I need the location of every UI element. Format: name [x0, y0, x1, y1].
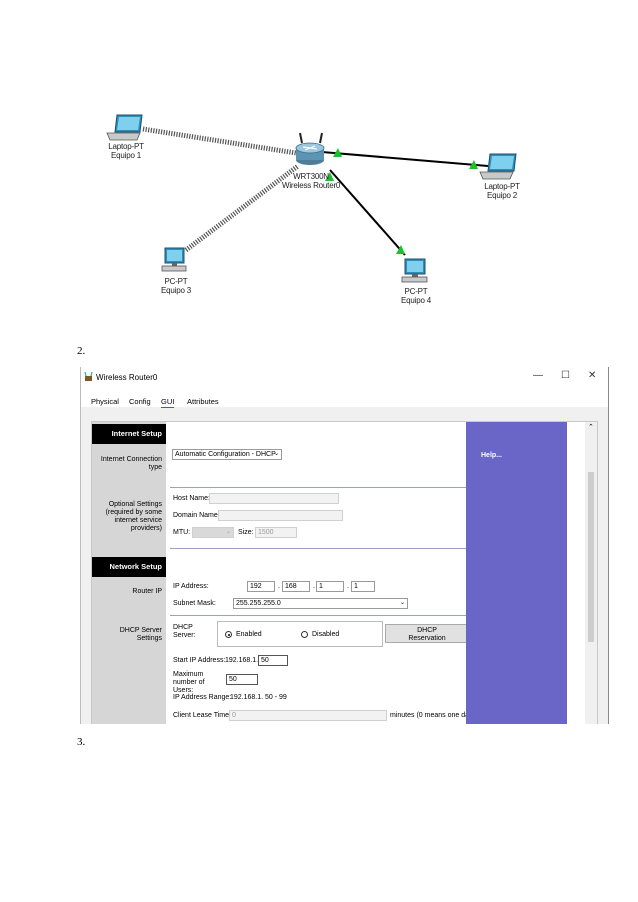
step-number-3: 3.: [77, 736, 86, 748]
conn-type-label: Internet Connection type: [100, 456, 162, 471]
internet-setup-header: Internet Setup: [92, 424, 166, 444]
dhcp-server-group: [217, 621, 383, 647]
max-users-input[interactable]: 50: [226, 674, 258, 685]
wireless-router-icon: [295, 132, 325, 165]
lease-time-label: Client Lease Time:: [173, 712, 231, 719]
conn-type-select[interactable]: Automatic Configuration - DHCP ⌄: [172, 449, 282, 460]
ip-dot: .: [278, 583, 280, 590]
router-ip-label: Router IP: [132, 588, 162, 595]
tab-bar: Physical Config GUI Attributes: [81, 389, 608, 408]
size-label: Size:: [238, 529, 254, 536]
help-link[interactable]: Help...: [481, 452, 503, 459]
chevron-down-icon: ⌄: [399, 600, 405, 606]
section-divider: [170, 487, 466, 488]
dhcp-reservation-button[interactable]: DHCP Reservation: [385, 624, 469, 643]
maximize-button[interactable]: ☐: [561, 370, 570, 381]
lease-time-suffix: minutes (0 means one day): [390, 712, 475, 719]
help-panel: Help...: [466, 422, 567, 724]
start-ip-label: Start IP Address:: [173, 657, 226, 664]
laptop-icon: [479, 153, 517, 180]
scrollbar-thumb[interactable]: [588, 472, 594, 642]
dhcp-server-label: DHCP Server:: [173, 624, 196, 639]
ip-range-value: 192.168.1. 50 - 99: [230, 694, 287, 701]
enabled-radio[interactable]: [225, 631, 232, 638]
link-status-up-icon: [333, 148, 342, 157]
topology-diagram: [106, 114, 517, 283]
wireless-link-equipo1: [142, 126, 297, 156]
start-ip-input[interactable]: 50: [258, 655, 288, 666]
tab-physical[interactable]: Physical: [91, 397, 119, 406]
section-divider: [170, 548, 466, 549]
enabled-label: Enabled: [236, 631, 262, 638]
ip-dot: .: [347, 583, 349, 590]
link-status-up-icon: [469, 160, 478, 169]
subnet-mask-select[interactable]: 255.255.255.0 ⌄: [233, 598, 408, 609]
host-name-input[interactable]: [209, 493, 339, 504]
pc-icon: [401, 258, 428, 283]
tab-attributes[interactable]: Attributes: [187, 397, 219, 406]
max-users-label: Maximum number of Users:: [173, 671, 205, 694]
disabled-radio[interactable]: [301, 631, 308, 638]
wired-link-equipo2: [321, 151, 489, 167]
router-app-icon: [84, 372, 93, 381]
mtu-label: MTU:: [173, 529, 191, 536]
laptop-icon: [106, 114, 143, 141]
gui-panel: Internet Setup Internet Connection type …: [91, 421, 598, 724]
link-status-up-icon: [396, 245, 405, 254]
vertical-scrollbar[interactable]: ⌃: [585, 422, 597, 724]
start-ip-prefix: 192.168.1.: [225, 657, 259, 664]
title-bar: Wireless Router0 — ☐ ✕: [81, 367, 608, 389]
ip-address-label: IP Address:: [173, 583, 209, 590]
chevron-down-icon: ⌄: [273, 451, 279, 457]
network-setup-header: Network Setup: [92, 557, 166, 577]
router-window: Wireless Router0 — ☐ ✕ Physical Config G…: [80, 367, 609, 724]
minimize-button[interactable]: —: [533, 370, 543, 381]
section-divider: [170, 615, 466, 616]
host-name-label: Host Name:: [173, 495, 210, 502]
step-number-2: 2.: [77, 345, 86, 357]
subnet-mask-label: Subnet Mask:: [173, 600, 216, 607]
lease-time-input[interactable]: 0: [229, 710, 387, 721]
ip-range-label: IP Address Range:: [173, 694, 232, 701]
ip-octet-2[interactable]: 168: [282, 581, 310, 592]
mtu-select[interactable]: ⌄: [192, 527, 234, 538]
optional-settings-label: Optional Settings (required by some inte…: [105, 501, 162, 532]
chevron-up-icon[interactable]: ⌃: [588, 424, 594, 431]
disabled-label: Disabled: [312, 631, 340, 638]
link-status-up-icon: [325, 172, 334, 181]
domain-name-label: Domain Name:: [173, 512, 220, 519]
ip-octet-3[interactable]: 1: [316, 581, 344, 592]
chevron-down-icon: ⌄: [225, 529, 231, 535]
wired-link-equipo4: [329, 169, 406, 256]
tab-config[interactable]: Config: [129, 397, 151, 406]
ip-octet-4[interactable]: 1: [351, 581, 375, 592]
close-button[interactable]: ✕: [588, 370, 597, 381]
ip-octet-1[interactable]: 192: [247, 581, 275, 592]
window-title: Wireless Router0: [96, 373, 158, 382]
ip-dot: .: [313, 583, 315, 590]
size-input[interactable]: 1500: [255, 527, 297, 538]
tab-gui[interactable]: GUI: [161, 397, 175, 408]
dhcp-settings-label: DHCP Server Settings: [119, 627, 162, 642]
domain-name-input[interactable]: [218, 510, 343, 521]
pc-icon: [161, 247, 187, 272]
